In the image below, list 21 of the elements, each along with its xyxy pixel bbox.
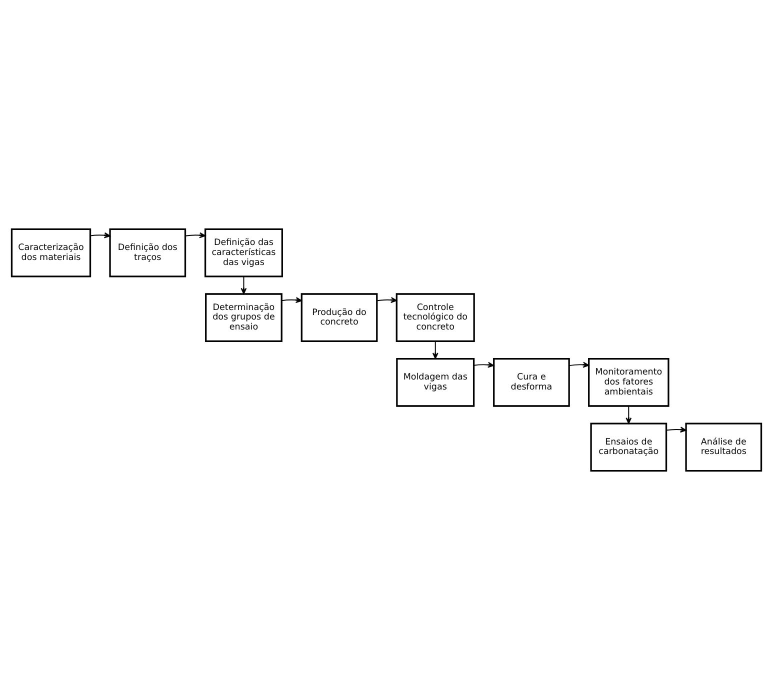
arrow [472, 361, 494, 368]
node-box: Monitoramento dos fatores ambientais [588, 357, 669, 406]
node-box: Caracterização dos materiais [10, 228, 91, 277]
arrow [665, 426, 686, 432]
node-box: Ensaios de carbonatação [590, 422, 667, 472]
arrow [568, 361, 589, 368]
arrow [625, 405, 632, 424]
node-box: Cura e desforma [492, 357, 570, 406]
node-box: Produção do concreto [300, 292, 378, 342]
node-box: Definição das características das vigas [204, 228, 282, 277]
node-box: Definição dos traços [108, 228, 186, 277]
arrow [89, 232, 110, 238]
node-box: Controle tecnológico do concreto [395, 292, 474, 342]
node-box: Determinação dos grupos de ensaio [204, 292, 282, 342]
arrow [432, 340, 438, 359]
arrow [376, 296, 397, 302]
arrow [184, 232, 206, 238]
arrow [280, 296, 302, 303]
arrow [240, 276, 246, 294]
node-box: Análise de resultados [684, 422, 762, 472]
node-box: Moldagem das vigas [396, 357, 474, 406]
